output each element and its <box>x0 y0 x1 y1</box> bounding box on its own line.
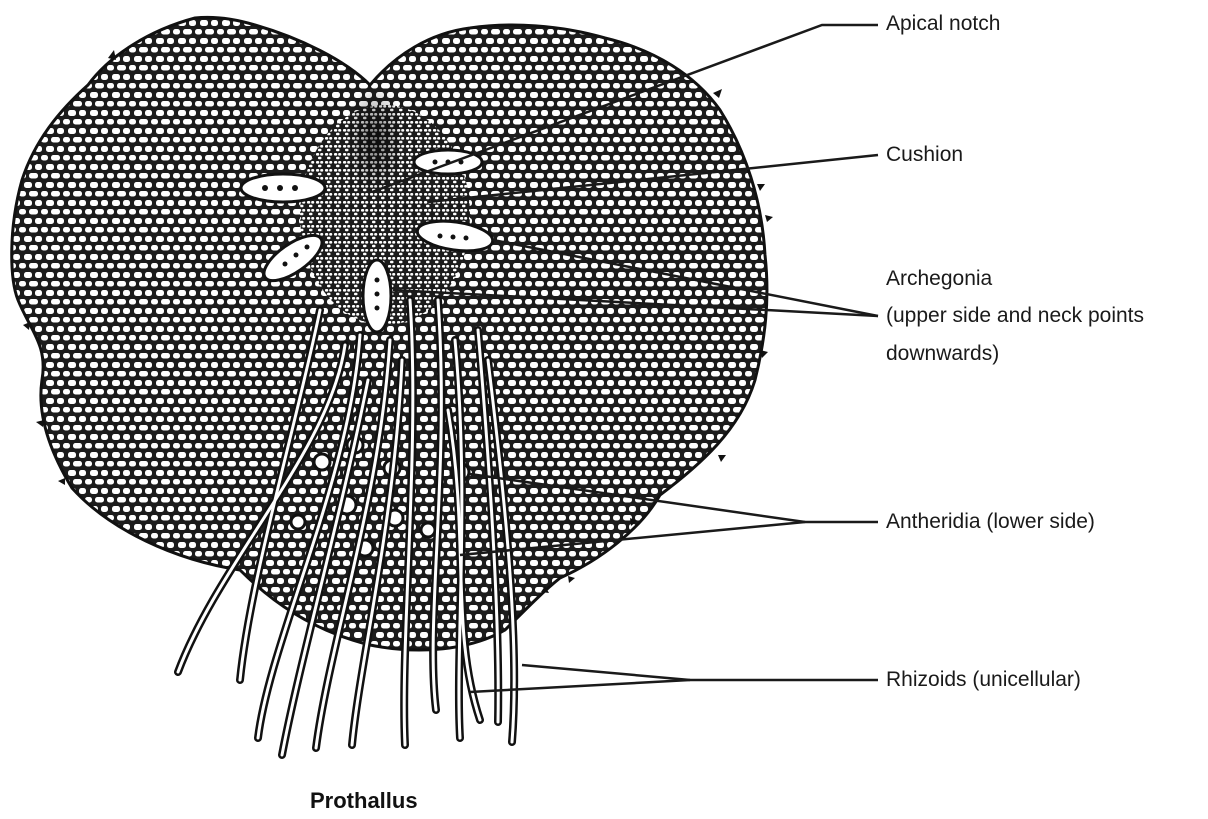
label-archegonia-note-2: downwards) <box>886 337 999 370</box>
label-apical-notch: Apical notch <box>886 7 1000 40</box>
antheridium <box>314 454 330 470</box>
antheridium <box>421 523 435 537</box>
label-rhizoids: Rhizoids (unicellular) <box>886 663 1081 696</box>
label-antheridia: Antheridia (lower side) <box>886 505 1095 538</box>
figure-caption: Prothallus <box>310 788 418 814</box>
leader-rhizoids-1 <box>522 665 690 680</box>
label-archegonia: Archegonia <box>886 262 992 295</box>
label-cushion: Cushion <box>886 138 963 171</box>
leader-rhizoids-2 <box>470 680 690 692</box>
apical-notch <box>345 85 405 195</box>
label-archegonia-note-1: (upper side and neck points <box>886 299 1144 332</box>
antheridium <box>291 515 305 529</box>
